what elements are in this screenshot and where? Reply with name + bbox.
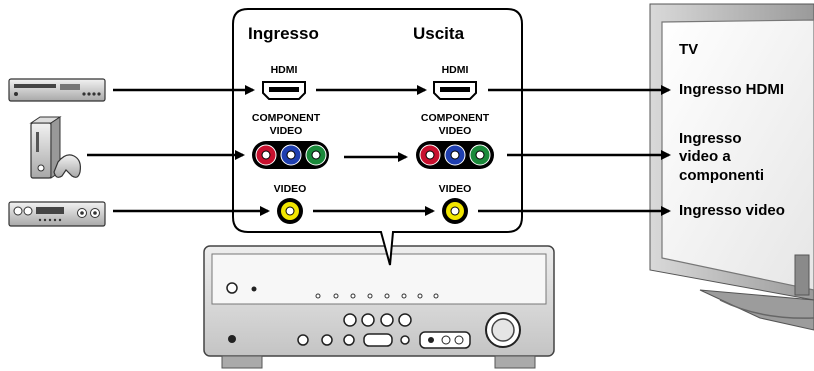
tv-component-input-label-line3: componenti (679, 167, 764, 184)
video-output-label: VIDEO (439, 183, 472, 195)
video-input-jack-icon (277, 198, 303, 224)
component-connection-lines (87, 150, 671, 162)
component-output-label-line1: COMPONENT (421, 112, 490, 124)
receiver-callout-panel (232, 8, 523, 266)
video-input-label: VIDEO (274, 183, 307, 195)
tv-video-input-label: Ingresso video (679, 202, 785, 219)
input-heading: Ingresso (248, 24, 319, 43)
video-output-jack-icon (442, 198, 468, 224)
hdmi-output-jack-icon (433, 81, 477, 100)
component-input-label-line2: VIDEO (270, 125, 303, 137)
tv-hdmi-input-label: Ingresso HDMI (679, 81, 784, 98)
tv-label: TV (679, 41, 698, 58)
tv-icon (649, 3, 814, 331)
game-console-icon (29, 116, 81, 179)
tv-component-input-label-line2: video a (679, 148, 731, 165)
output-heading: Uscita (413, 24, 465, 43)
vcr-icon (8, 201, 106, 227)
component-input-label-line1: COMPONENT (252, 112, 321, 124)
component-output-label-line2: VIDEO (439, 125, 472, 137)
av-receiver-icon (203, 245, 555, 369)
hdmi-input-label: HDMI (271, 64, 298, 76)
hdmi-input-jack-icon (262, 81, 306, 100)
tv-component-input-label-line1: Ingresso (679, 130, 742, 147)
bd-dvd-player-icon (8, 78, 106, 102)
component-input-jacks-icon (252, 141, 329, 169)
hdmi-output-label: HDMI (442, 64, 469, 76)
component-output-jacks-icon (416, 141, 494, 169)
